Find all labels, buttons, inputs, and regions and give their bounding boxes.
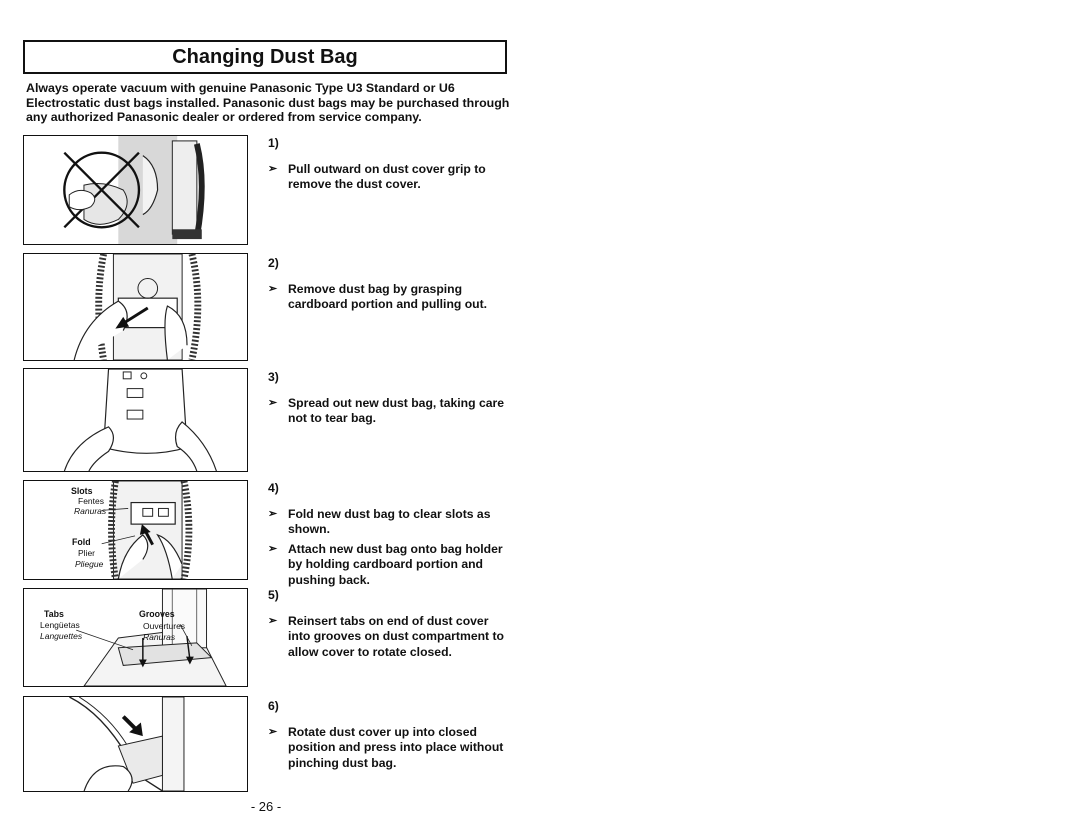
arrow-bullet-icon: ➢ (268, 162, 278, 175)
step-text: Reinsert tabs on end of dust cover into … (288, 613, 504, 659)
slots-label: Slots (71, 486, 93, 496)
page-title: Changing Dust Bag (23, 40, 507, 74)
arrow-bullet-icon: ➢ (268, 396, 278, 409)
grooves-label-es: Ranuras (143, 632, 176, 642)
step-text: Rotate dust cover up into closed positio… (288, 724, 504, 770)
step-text: Pull outward on dust cover grip to remov… (288, 161, 486, 192)
tabs-label-fr: Languettes (40, 631, 83, 641)
step-bullet: ➢ Remove dust bag by grasping cardboard … (268, 282, 513, 313)
step-2: 2) ➢ Remove dust bag by grasping cardboa… (268, 256, 513, 317)
intro-paragraph: Always operate vacuum with genuine Panas… (26, 81, 510, 124)
remove-dust-bag-drawing (73, 254, 202, 360)
step-text: Remove dust bag by grasping cardboard po… (288, 281, 488, 312)
reinsert-tabs-drawing (76, 589, 227, 686)
close-dust-cover-drawing (69, 697, 185, 791)
step-bullet: ➢ Spread out new dust bag, taking care n… (268, 396, 513, 427)
arrow-bullet-icon: ➢ (268, 542, 278, 555)
step-bullet: ➢ Fold new dust bag to clear slots as sh… (268, 507, 513, 538)
arrow-bullet-icon: ➢ (268, 725, 278, 738)
step-3: 3) ➢ Spread out new dust bag, taking car… (268, 370, 513, 431)
step-bullet: ➢ Rotate dust cover up into closed posit… (268, 725, 513, 772)
dust-cover-removal-drawing (63, 136, 205, 244)
arrow-bullet-icon: ➢ (268, 614, 278, 627)
step-6: 6) ➢ Rotate dust cover up into closed po… (268, 699, 513, 775)
step-4-illustration: Slots Fentes Ranuras Fold Plier Pliegue (23, 480, 248, 580)
step-5: 5) ➢ Reinsert tabs on end of dust cover … (268, 588, 513, 664)
arrow-bullet-icon: ➢ (268, 507, 278, 520)
grooves-label-fr: Ouvertures (143, 621, 186, 631)
step-4: 4) ➢ Fold new dust bag to clear slots as… (268, 481, 513, 593)
tabs-label-es: Lengüetas (40, 620, 80, 630)
fold-label: Fold (72, 537, 91, 547)
arrow-bullet-icon: ➢ (268, 282, 278, 295)
step-number: 4) (268, 481, 279, 495)
slots-label-es: Ranuras (74, 506, 107, 516)
page-number: - 26 - (250, 799, 282, 814)
step-1-illustration (23, 135, 248, 245)
step-6-illustration (23, 696, 248, 792)
step-text: Fold new dust bag to clear slots as show… (288, 506, 491, 537)
fold-label-es: Pliegue (75, 559, 104, 569)
step-number: 1) (268, 136, 279, 150)
tabs-label: Tabs (44, 609, 64, 619)
step-number: 6) (268, 699, 279, 713)
spread-new-bag-drawing (63, 369, 217, 471)
step-5-illustration: Tabs Lengüetas Languettes Grooves Ouvert… (23, 588, 248, 687)
step-bullet: ➢ Pull outward on dust cover grip to rem… (268, 162, 513, 193)
step-text: Spread out new dust bag, taking care not… (288, 395, 505, 426)
step-bullet: ➢ Attach new dust bag onto bag holder by… (268, 542, 513, 589)
step-2-illustration (23, 253, 248, 361)
step-text: Attach new dust bag onto bag holder by h… (288, 541, 503, 587)
step-bullet: ➢ Reinsert tabs on end of dust cover int… (268, 614, 513, 661)
grooves-label: Grooves (139, 609, 175, 619)
step-3-illustration (23, 368, 248, 472)
step-number: 2) (268, 256, 279, 270)
slots-label-fr: Fentes (78, 496, 104, 506)
step-1: 1) ➢ Pull outward on dust cover grip to … (268, 136, 513, 197)
step-number: 3) (268, 370, 279, 384)
step-number: 5) (268, 588, 279, 602)
fold-bag-drawing (101, 481, 193, 579)
fold-label-fr: Plier (78, 548, 96, 558)
